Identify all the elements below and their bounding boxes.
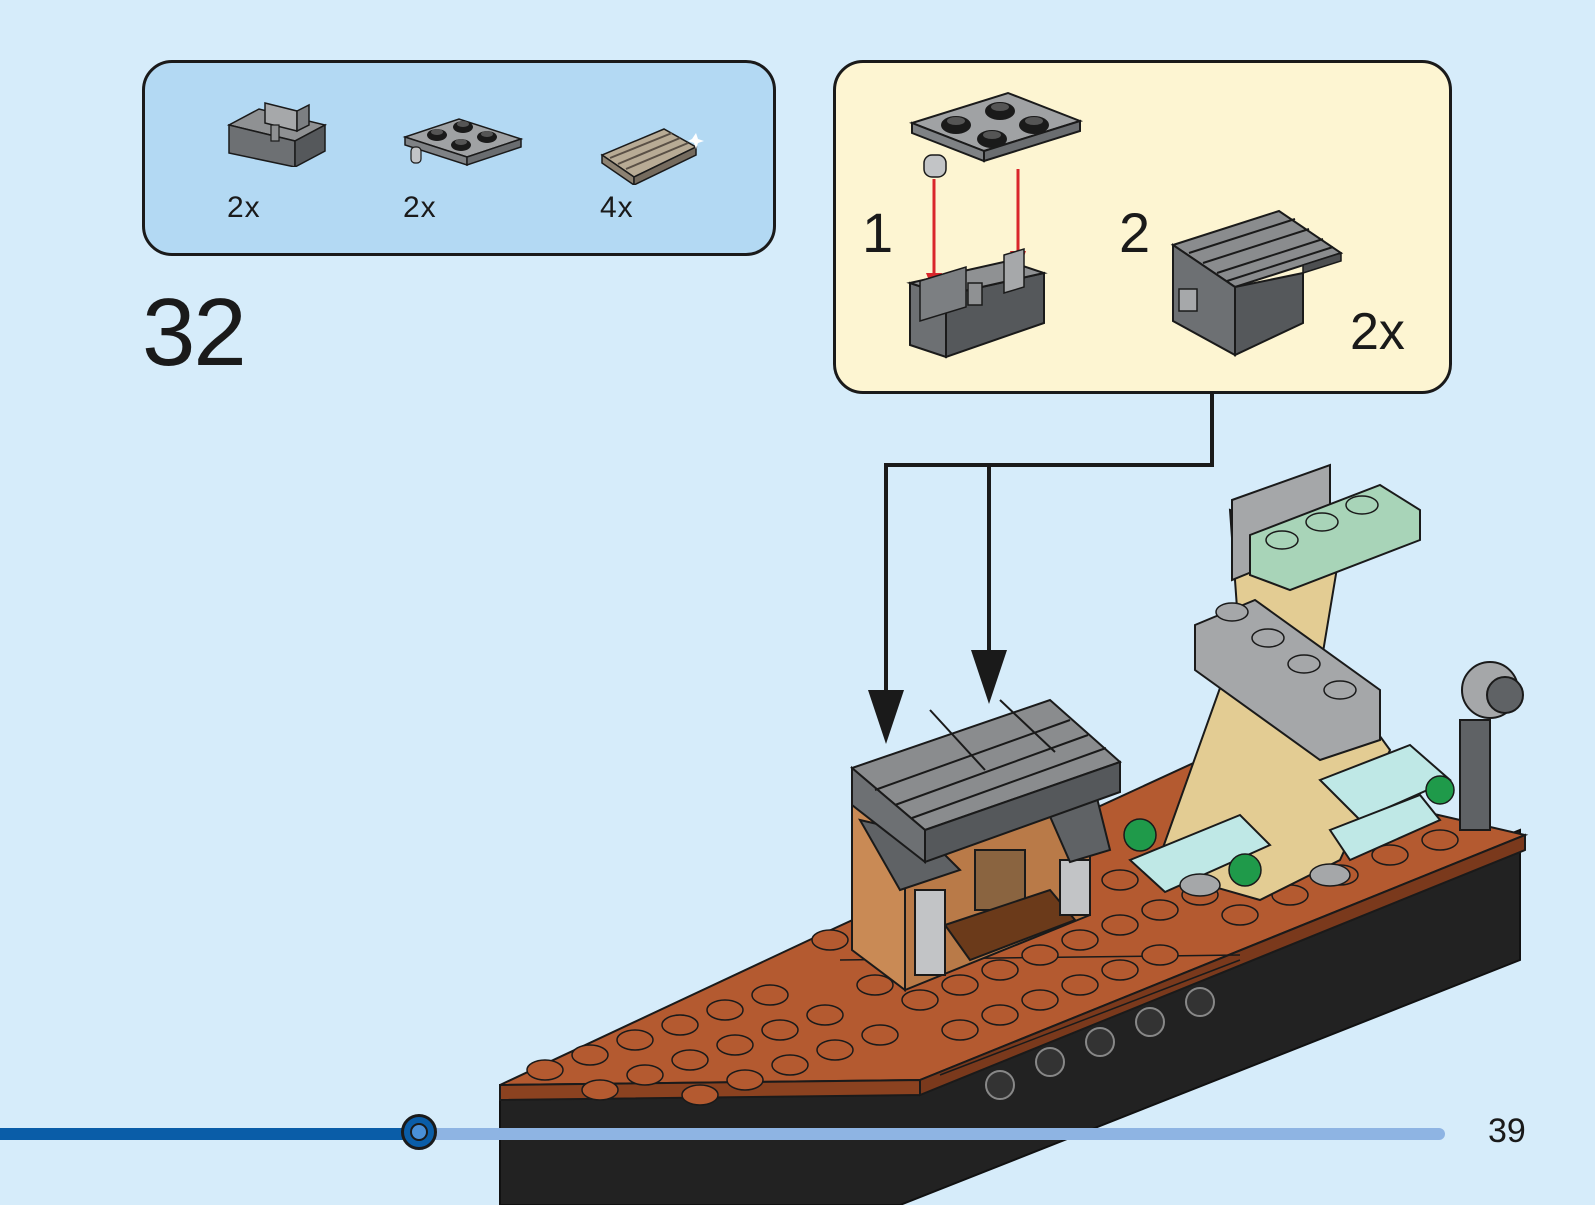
hinge-brick-icon bbox=[225, 95, 329, 167]
sub-assembly-box: 1 2 2x bbox=[833, 60, 1452, 394]
parts-list-box: 2x 2x 4x bbox=[142, 60, 776, 256]
progress-bar[interactable] bbox=[0, 1114, 1445, 1150]
progress-knob[interactable] bbox=[401, 1114, 438, 1150]
part-quantity: 2x bbox=[227, 191, 261, 224]
step-number: 32 bbox=[142, 279, 247, 386]
hinge-assembly-icon bbox=[906, 91, 1084, 359]
part-quantity: 2x bbox=[403, 191, 437, 224]
hinge-plate-icon bbox=[401, 107, 525, 179]
placement-arrow bbox=[971, 650, 1007, 704]
page-number: 39 bbox=[1488, 1112, 1526, 1150]
hinged-grille-icon bbox=[1170, 209, 1344, 357]
grille-tile-icon bbox=[600, 125, 704, 185]
sub-step-number: 1 bbox=[862, 201, 894, 264]
sub-assembly-multiplier: 2x bbox=[1350, 303, 1405, 361]
placement-arrow bbox=[868, 690, 904, 744]
part-quantity: 4x bbox=[600, 191, 634, 224]
progress-fill bbox=[0, 1128, 420, 1140]
sub-step-number: 2 bbox=[1119, 201, 1151, 264]
